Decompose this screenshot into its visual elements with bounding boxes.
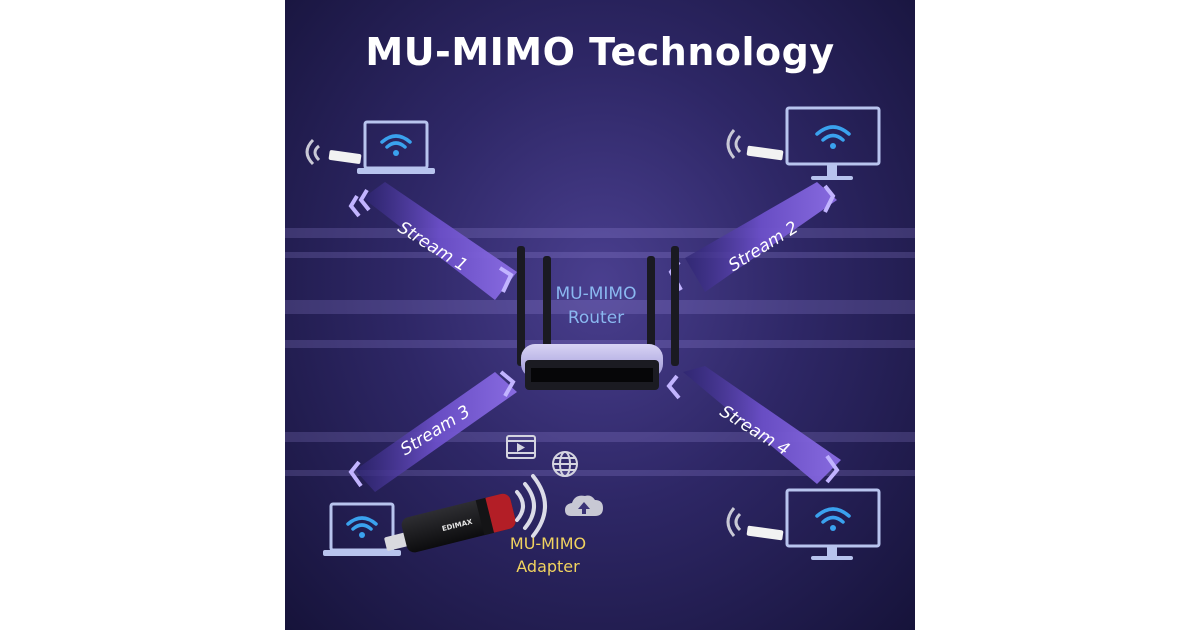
signal-waves-icon [726,507,742,537]
diagram-canvas: Stream 1 Stream 2 Stream 3 Stream 4 [285,106,915,560]
globe-icon [552,451,578,477]
stream-3-band [348,370,517,492]
router-label-line2: Router [567,308,625,328]
diagram-panel: Stream 1 Stream 2 Stream 3 Stream 4 [285,0,915,630]
signal-waves-icon [515,474,547,538]
stream-3-label: Stream 3 [397,402,474,460]
video-icon [506,435,536,459]
stream-1-band [348,182,517,300]
usb-dongle-icon [746,145,784,161]
monitor-bottom-right [785,488,881,560]
laptop-top-left [357,120,435,174]
adapter-label-line2: Adapter [516,557,580,576]
signal-waves-icon [305,138,321,166]
adapter-label-line1: MU-MIMO [509,534,587,553]
signal-waves-icon [726,129,742,159]
wifi-icon [815,125,851,149]
router-device [517,246,679,390]
wifi-icon [380,134,412,156]
wifi-icon [346,516,378,538]
stream-4-band [666,366,841,484]
usb-dongle-icon [328,150,362,164]
wifi-icon [815,507,851,531]
cloud-upload-icon [565,495,603,516]
monitor-top-right [785,106,881,180]
edimax-adapter-dongle: EDIMAX [384,493,516,553]
laptop-bottom-left [323,502,401,556]
usb-dongle-icon [746,525,784,541]
page-title: MU-MIMO Technology [365,30,835,74]
router-label-line1: MU-MIMO [555,284,637,304]
